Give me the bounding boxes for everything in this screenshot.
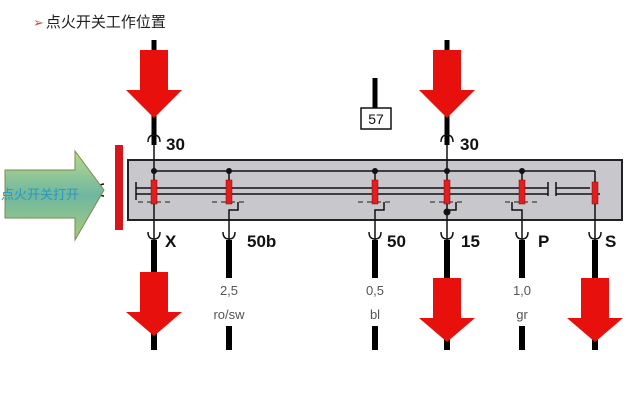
terminal-15: 15 — [461, 232, 480, 251]
terminal-X: X — [165, 232, 177, 251]
wire-P-size: 1,0 — [513, 283, 531, 298]
junction-dots — [151, 168, 525, 216]
wire-50-size: 0,5 — [366, 283, 384, 298]
bullet-icon: ➢ — [33, 16, 44, 31]
connector-icons — [147, 134, 602, 240]
terminal-57-label: 57 — [368, 111, 384, 127]
terminal-30-right: 30 — [460, 135, 479, 154]
terminal-P: P — [538, 232, 549, 251]
wire-50b-size: 2,5 — [220, 283, 238, 298]
wire-P-color: gr — [516, 307, 528, 322]
title-text: 点火开关工作位置 — [45, 13, 166, 31]
ignition-on-arrow[interactable] — [4, 149, 105, 242]
terminal-30-left: 30 — [166, 135, 185, 154]
current-flow-arrows — [126, 50, 623, 342]
terminal-57-box — [360, 107, 392, 130]
arrow-down-15 — [419, 278, 475, 342]
arrow-down-30-right — [419, 50, 475, 118]
switch-key-bar — [115, 145, 123, 230]
arrow-down-S — [567, 278, 623, 342]
arrow-down-X — [126, 272, 182, 336]
terminal-S: S — [605, 232, 616, 251]
ignition-on-label: 点火开关打开 — [1, 188, 79, 203]
arrow-down-30-left — [126, 50, 182, 118]
terminal-50: 50 — [387, 232, 406, 251]
contacts — [150, 179, 599, 205]
page-title: ➢点火开关工作位置 — [33, 11, 166, 32]
wire-50-color: bl — [370, 307, 380, 322]
terminal-50b: 50b — [247, 232, 276, 251]
wire-50b-color: ro/sw — [213, 307, 245, 322]
